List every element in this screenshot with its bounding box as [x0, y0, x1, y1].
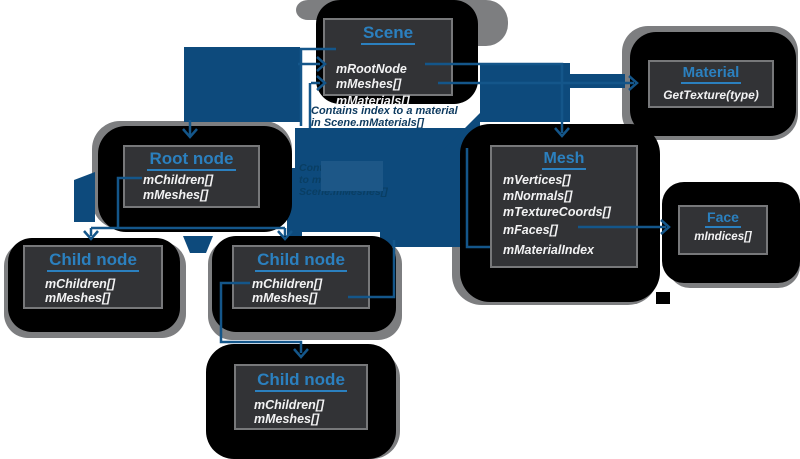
node-field: mChildren[] [45, 277, 116, 291]
node-field: mMaterials[] [336, 94, 410, 108]
node-child-left: Child node mChildren[] mMeshes[] [23, 245, 163, 309]
node-title: Root node [147, 149, 236, 171]
blue-mass-material-band [570, 74, 625, 88]
node-field: mMeshes[] [336, 77, 402, 91]
arrowhead-material [628, 75, 639, 91]
node-title: Face [705, 209, 741, 228]
note-overlay-rectangle [321, 161, 383, 191]
node-field: mMeshes[] [254, 412, 320, 426]
arrowhead-mesh [554, 127, 570, 138]
node-title: Child node [255, 250, 347, 272]
edge-mesh-materialindex [465, 148, 490, 249]
node-field: mChildren[] [252, 277, 323, 291]
node-child-middle: Child node mChildren[] mMeshes[] [232, 245, 370, 309]
node-material: Material GetTexture(type) [648, 60, 774, 108]
arrowhead-face [660, 219, 671, 235]
edge-into-scene-materials [308, 81, 320, 128]
node-field: mMaterialIndex [503, 243, 595, 257]
node-field: GetTexture(type) [663, 88, 759, 102]
arrowhead-root-node [182, 128, 198, 139]
edge-scene-rootnode [299, 47, 336, 126]
edge-middlechild-children [219, 281, 303, 353]
node-face: Face mIndices[] [678, 205, 768, 255]
blue-mass-left-band [184, 47, 300, 122]
node-field: mVertices[] [503, 173, 571, 187]
note-line: in Scene.mMaterials[] [311, 117, 425, 129]
arrowhead-child-middle [277, 230, 293, 241]
arrowhead-scene-meshes [316, 56, 327, 72]
node-field: mMeshes[] [252, 291, 318, 305]
edge-middlechild-meshes [348, 240, 396, 299]
blue-mass-stub [183, 236, 213, 253]
node-field: mMeshes[] [45, 291, 111, 305]
node-title: Scene [360, 23, 416, 45]
node-field: mNormals[] [503, 189, 573, 203]
node-mesh: Mesh mVertices[] mNormals[] mTextureCoor… [490, 145, 638, 268]
node-child-bottom: Child node mChildren[] mMeshes[] [234, 364, 368, 430]
node-root: Root node mChildren[] mMeshes[] [123, 145, 260, 208]
node-field: mMeshes[] [143, 188, 209, 202]
edge-scene-mesh [425, 62, 564, 133]
material-index-note: Contains index to a material in Scene.mM… [311, 105, 458, 129]
note-line: Contains index to a material [311, 105, 458, 117]
node-field: mChildren[] [143, 173, 214, 187]
node-title: Mesh [541, 150, 587, 170]
node-field: mRootNode [336, 62, 407, 76]
arrowhead-child-bottom [293, 348, 309, 359]
arrowhead-child-left [83, 230, 99, 241]
node-field: mIndices[] [694, 231, 752, 243]
node-title: Material [680, 64, 742, 84]
node-title: Child node [47, 250, 139, 272]
node-field: mChildren[] [254, 398, 325, 412]
blue-mass-wedge-left [74, 172, 95, 222]
blue-mass-right-band [480, 63, 570, 122]
arrowhead-scene-materials [316, 75, 327, 91]
node-scene: Scene mRootNode mMeshes[] mMaterials[] [323, 18, 453, 108]
node-field: mFaces[] [503, 223, 558, 237]
edge-root-children [89, 176, 287, 236]
node-title: Child node [255, 370, 347, 392]
node-field: mTextureCoords[] [503, 205, 611, 219]
blob-junction-notch [656, 292, 670, 304]
